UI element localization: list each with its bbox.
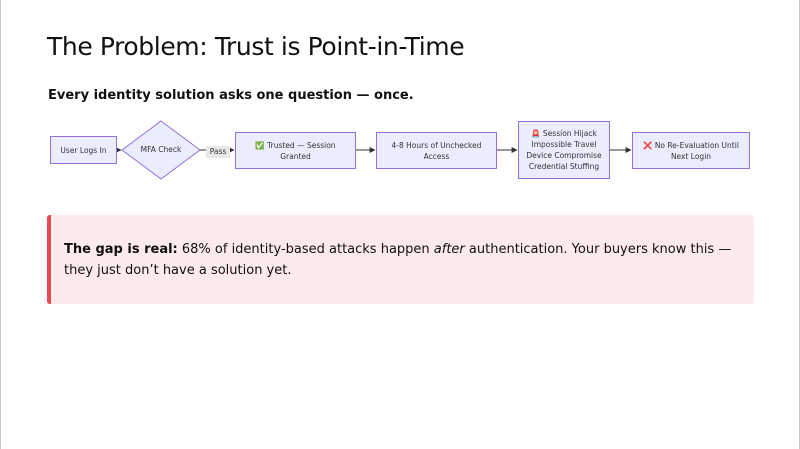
callout-text-after: authentication. Your buyers know this — … <box>64 242 732 278</box>
node-threats-line2: Impossible Travel <box>531 140 597 149</box>
slide-title: The Problem: Trust is Point-in-Time <box>47 32 465 61</box>
mfa-check-diamond <box>121 120 201 180</box>
node-threats-line3: Device Compromise <box>526 151 602 160</box>
node-trusted-line1-text: Trusted — Session <box>267 140 336 150</box>
node-threats-line1-text: Session Hijack <box>542 129 597 138</box>
node-threats-line1: 🚨 Session Hijack <box>526 128 601 139</box>
cross-mark-icon: ❌ <box>643 140 653 150</box>
node-unchecked-line1: 4-8 Hours of Unchecked <box>391 140 482 150</box>
node-no-reeval-line1: ❌ No Re-Evaluation Until <box>643 140 739 151</box>
edge-label-pass: Pass <box>206 146 230 158</box>
callout-emphasis: after <box>433 242 465 257</box>
node-mfa-check-label: MFA Check <box>140 145 182 154</box>
flowchart: User Logs In MFA Check Pass ✅ Trusted — … <box>41 115 761 185</box>
check-mark-icon: ✅ <box>255 140 265 150</box>
node-trusted-line2: Granted <box>280 151 311 161</box>
siren-icon: 🚨 <box>531 129 541 138</box>
callout-text: The gap is real: 68% of identity-based a… <box>64 239 740 281</box>
node-threats-line4: Credential Stuffing <box>528 162 600 171</box>
slide-subtitle: Every identity solution asks one questio… <box>48 88 414 103</box>
node-no-reevaluation: ❌ No Re-Evaluation Until Next Login <box>632 132 750 169</box>
node-threats: 🚨 Session Hijack Impossible Travel Devic… <box>518 121 610 179</box>
node-unchecked-access: 4-8 Hours of Unchecked Access <box>376 132 497 169</box>
callout-text-before: 68% of identity-based attacks happen <box>177 242 434 257</box>
node-unchecked-line2: Access <box>423 151 450 161</box>
node-user-logs-in: User Logs In <box>50 136 117 164</box>
node-trusted-session: ✅ Trusted — Session Granted <box>235 132 356 169</box>
callout-lead: The gap is real: <box>64 242 178 257</box>
node-no-reeval-line1-text: No Re-Evaluation Until <box>654 140 739 150</box>
node-no-reeval-line2: Next Login <box>670 151 712 161</box>
node-user-logs-in-label: User Logs In <box>60 145 107 155</box>
node-trusted-line1: ✅ Trusted — Session <box>255 140 335 151</box>
callout-box: The gap is real: 68% of identity-based a… <box>47 215 754 304</box>
